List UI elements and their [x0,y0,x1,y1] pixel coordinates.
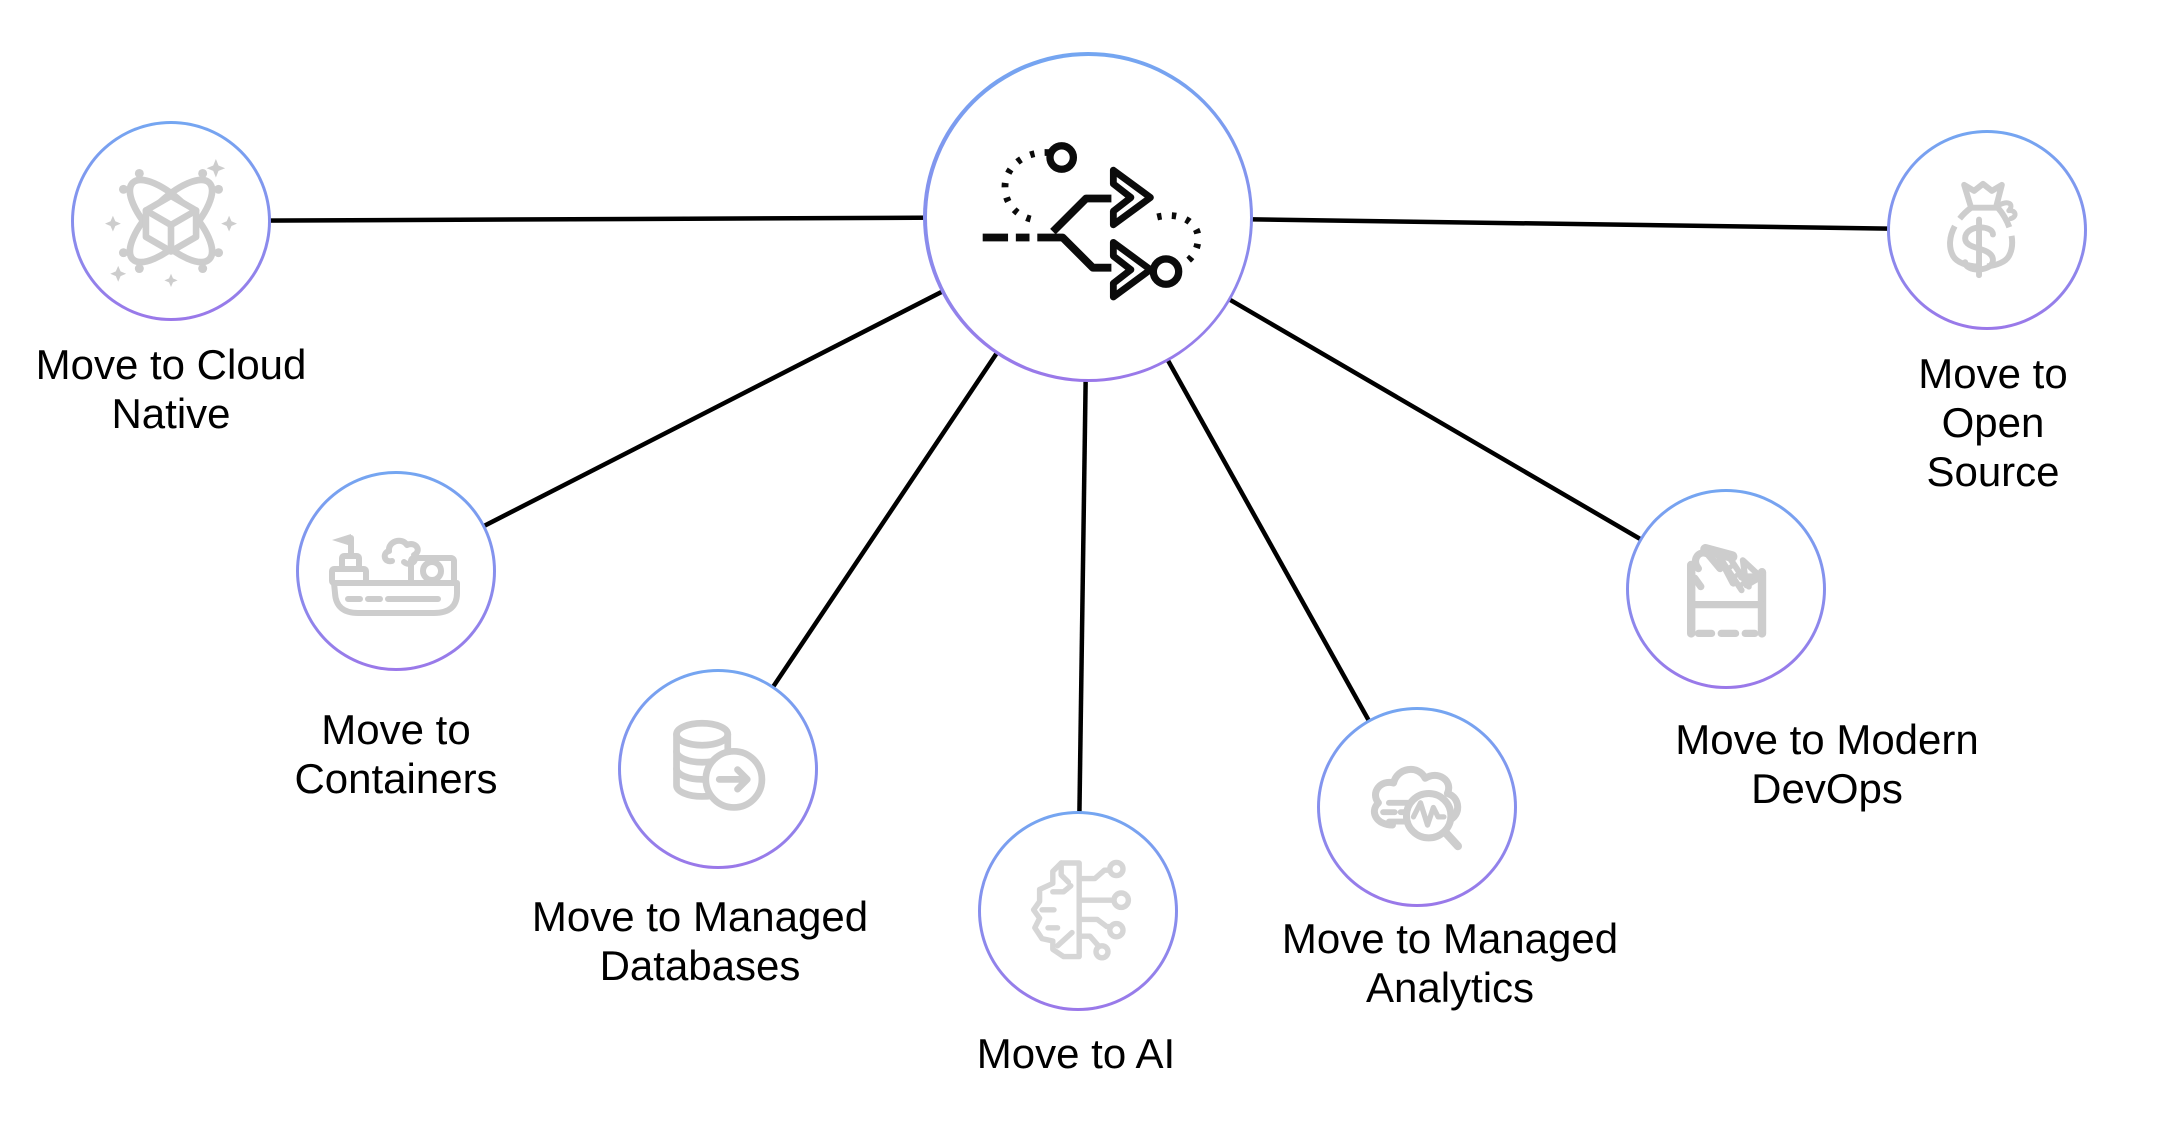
sparkle-stars [105,158,237,287]
label-modern-devops: Move to Modern DevOps [1675,716,1979,813]
node-ai [978,811,1178,1011]
managed-databases-circle [621,672,815,866]
node-containers [296,471,496,671]
modern-devops-circle [1629,492,1823,686]
hub-circle [926,55,1250,379]
node-modern-devops [1626,489,1826,689]
atom-cube-icon [105,158,237,287]
label-open-source: Move to Open Source [1918,350,2068,496]
brain-circuit-icon [1030,859,1132,961]
toolbox-icon [1687,544,1767,638]
node-cloud-native [71,121,271,321]
label-ai: Move to AI [976,1030,1176,1077]
cloud-native-circle [74,124,268,318]
database-arrow-icon [673,719,766,811]
money-bag-icon [1947,180,2018,279]
label-managed-analytics: Move to Managed Analytics [1281,915,1619,1012]
label-containers: Move to Containers [294,706,498,803]
cargo-ship-icon [329,534,460,616]
branching-arrows-icon [982,142,1202,301]
label-cloud-native: Move to Cloud Native [35,341,307,438]
hub-node [923,52,1253,382]
node-managed-databases [618,669,818,869]
managed-analytics-circle [1320,710,1514,904]
label-managed-databases: Move to Managed Databases [531,893,869,990]
open-source-circle [1890,133,2084,327]
containers-circle [299,474,493,668]
node-managed-analytics [1317,707,1517,907]
node-open-source [1887,130,2087,330]
cloud-magnifier-icon [1370,765,1463,850]
ai-circle [981,814,1175,1008]
